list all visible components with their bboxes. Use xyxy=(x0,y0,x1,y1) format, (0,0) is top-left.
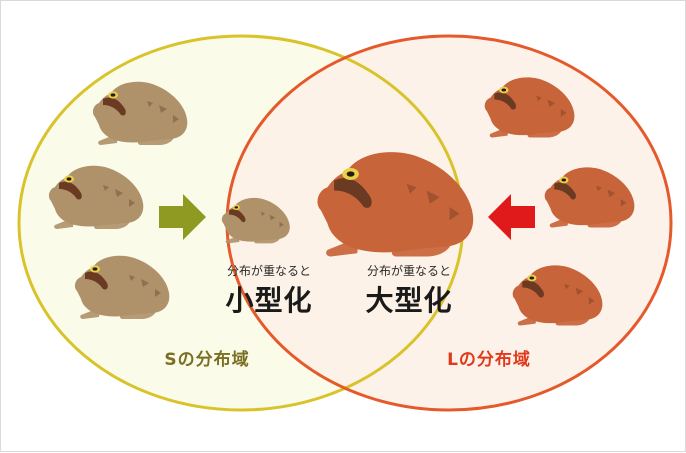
overlap-left-caption: 分布が重なると xyxy=(226,264,311,278)
s-arrow-right-icon xyxy=(159,194,206,240)
s-range-label: Sの分布域 xyxy=(164,350,250,370)
overlap-right-caption: 分布が重なると xyxy=(366,264,451,278)
l-arrow-left-icon xyxy=(488,194,535,240)
overlap-right-result: 大型化 xyxy=(365,284,453,317)
overlap-left-result: 小型化 xyxy=(225,284,313,317)
l-range-label: Lの分布域 xyxy=(447,350,531,370)
